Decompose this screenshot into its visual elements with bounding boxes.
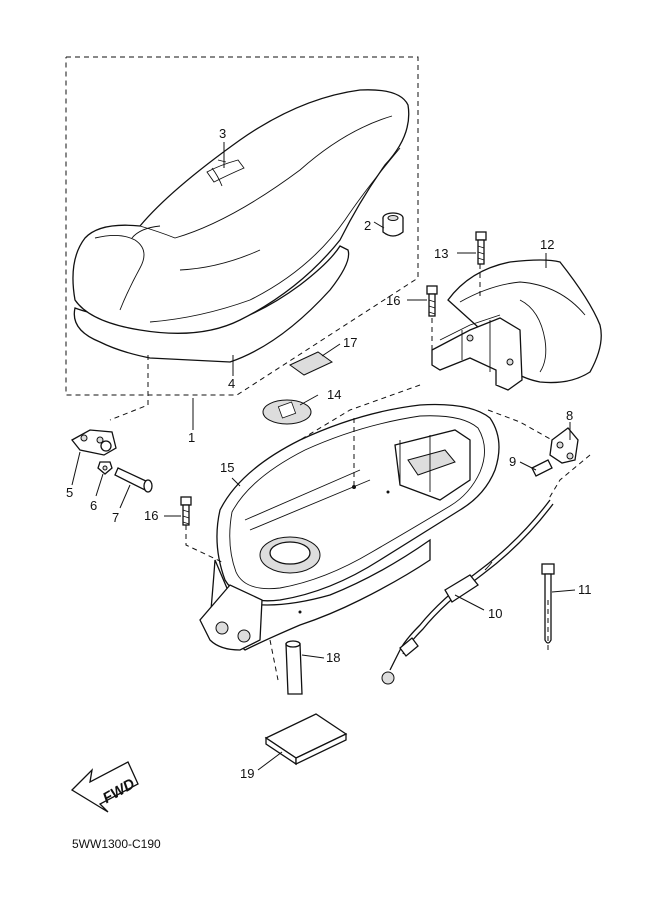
seat-damper-drawing (382, 212, 404, 237)
bolt-16-lower-drawing (180, 496, 192, 526)
caution-label-drawing (262, 399, 312, 425)
bolt-16-upper-drawing (426, 285, 438, 317)
seat-lock-drawing (531, 427, 579, 477)
part-label-4: 4 (228, 376, 235, 391)
rear-cover-drawing (431, 259, 602, 391)
bolt-13-drawing (475, 231, 487, 265)
part-label-18: 18 (326, 650, 340, 665)
part-label-9: 9 (509, 454, 516, 469)
drain-hose-drawing (285, 640, 303, 695)
assembly-guides (109, 264, 591, 681)
seat-drawing (72, 89, 410, 363)
part-label-16-upper: 16 (386, 293, 400, 308)
seat-lock-cable-drawing (381, 499, 554, 685)
part-label-2: 2 (364, 218, 371, 233)
part-label-16-lower: 16 (144, 508, 158, 523)
part-label-8: 8 (566, 408, 573, 423)
part-label-13: 13 (434, 246, 448, 261)
diagram-code: 5WW1300-C190 (72, 837, 161, 851)
part-label-17: 17 (343, 335, 357, 350)
part-label-3: 3 (219, 126, 226, 141)
part-label-19: 19 (240, 766, 254, 781)
cable-band-drawing (541, 563, 555, 644)
part-label-15: 15 (220, 460, 234, 475)
forward-arrow: FWD (70, 761, 139, 813)
part-label-5: 5 (66, 485, 73, 500)
part-label-6: 6 (90, 498, 97, 513)
part-label-1: 1 (188, 430, 195, 445)
pad-drawing (264, 713, 348, 766)
part-label-14: 14 (327, 387, 341, 402)
part-labels: 3 2 4 1 5 6 7 8 9 10 11 12 13 16 14 15 1… (66, 126, 592, 781)
hinge-parts-drawing (71, 429, 153, 493)
part-label-10: 10 (488, 606, 502, 621)
label-17-drawing (289, 351, 333, 376)
part-label-11: 11 (578, 582, 592, 597)
part-label-7: 7 (112, 510, 119, 525)
storage-box-drawing (199, 403, 500, 651)
leader-lines (71, 142, 576, 771)
part-label-12: 12 (540, 237, 554, 252)
